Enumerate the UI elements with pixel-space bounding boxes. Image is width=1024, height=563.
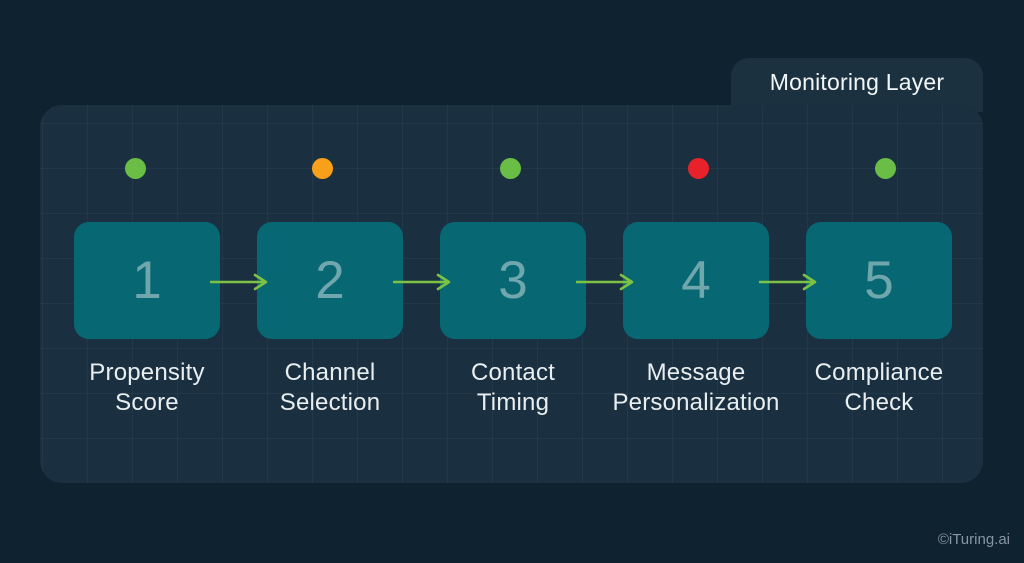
step-number: 4: [681, 251, 711, 310]
step-box-1: 1: [74, 222, 220, 339]
step-number: 5: [864, 251, 894, 310]
step-label-channel-selection: Channel Selection: [279, 359, 381, 416]
step-box-2: 2: [257, 222, 403, 339]
status-dot-red-icon: [688, 158, 709, 179]
status-dot-orange-icon: [312, 158, 333, 179]
status-dot-green-icon: [875, 158, 896, 179]
monitoring-layer-tab: Monitoring Layer: [731, 58, 983, 112]
arrow-right-icon: [576, 273, 634, 291]
step-label-propensity-score: Propensity Score: [89, 359, 205, 416]
arrow-right-icon: [759, 273, 817, 291]
step-box-3: 3: [440, 222, 586, 339]
status-dot-green-icon: [500, 158, 521, 179]
step-box-5: 5: [806, 222, 952, 339]
step-box-4: 4: [623, 222, 769, 339]
step-number: 1: [132, 251, 162, 310]
step-number: 2: [315, 251, 345, 310]
watermark: ©iTuring.ai: [937, 531, 1010, 548]
step-number: 3: [498, 251, 528, 310]
status-dot-green-icon: [125, 158, 146, 179]
arrow-right-icon: [210, 273, 268, 291]
monitoring-layer-label: Monitoring Layer: [769, 68, 945, 95]
step-label-contact-timing: Contact Timing: [470, 359, 556, 416]
step-label-message-personalization: Message Personalization: [612, 359, 780, 416]
step-label-compliance-check: Compliance Check: [814, 359, 944, 416]
arrow-right-icon: [393, 273, 451, 291]
pipeline-panel: 1 2 3 4 5: [40, 105, 983, 483]
